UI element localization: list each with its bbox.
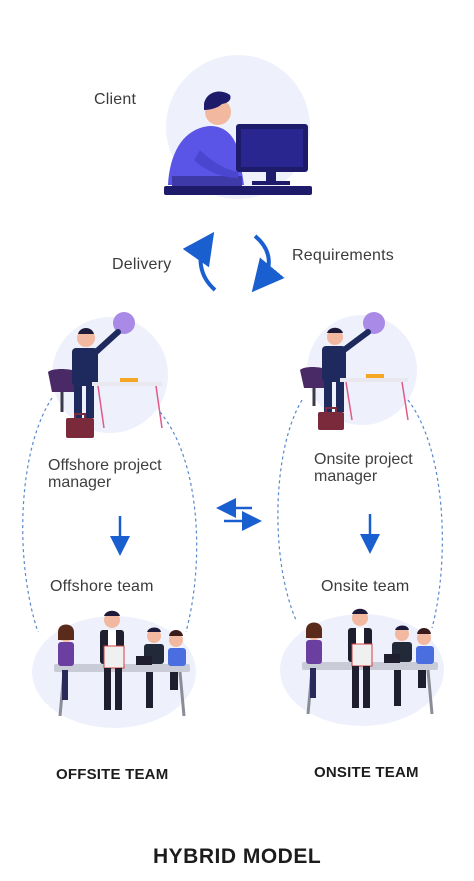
offshore-pm-label-line2: manager xyxy=(48,474,112,491)
onsite-team-title: ONSITE TEAM xyxy=(314,764,419,781)
requirements-arrow xyxy=(251,234,285,293)
client-illustration xyxy=(164,55,312,199)
delivery-arrow xyxy=(182,231,217,292)
onsite-pm-label-line2: manager xyxy=(314,468,378,485)
onsite-pm-label-line1: Onsite project xyxy=(314,451,413,468)
onsite-pm-label: Onsite project manager xyxy=(314,451,413,485)
onsite-team-label: Onsite team xyxy=(321,578,410,595)
onsite-team-illustration xyxy=(280,608,444,726)
offshore-pm-label-line1: Offshore project xyxy=(48,457,162,474)
client-label: Client xyxy=(94,91,137,108)
offshore-pm-label: Offshore project manager xyxy=(48,457,162,491)
offshore-pm-illustration xyxy=(48,312,168,438)
offsite-team-title: OFFSITE TEAM xyxy=(56,766,169,783)
onsite-right-dashed-line xyxy=(407,399,443,629)
onsite-pm-illustration xyxy=(300,312,417,430)
offshore-left-dashed-line xyxy=(22,397,53,633)
delivery-label: Delivery xyxy=(112,256,172,273)
onsite-left-dashed-line xyxy=(277,399,303,621)
offshore-right-dashed-line xyxy=(159,411,198,633)
offshore-team-label: Offshore team xyxy=(50,578,154,595)
offshore-team-illustration xyxy=(32,610,196,728)
requirements-label: Requirements xyxy=(292,247,395,264)
hybrid-model-title: HYBRID MODEL xyxy=(153,845,322,868)
